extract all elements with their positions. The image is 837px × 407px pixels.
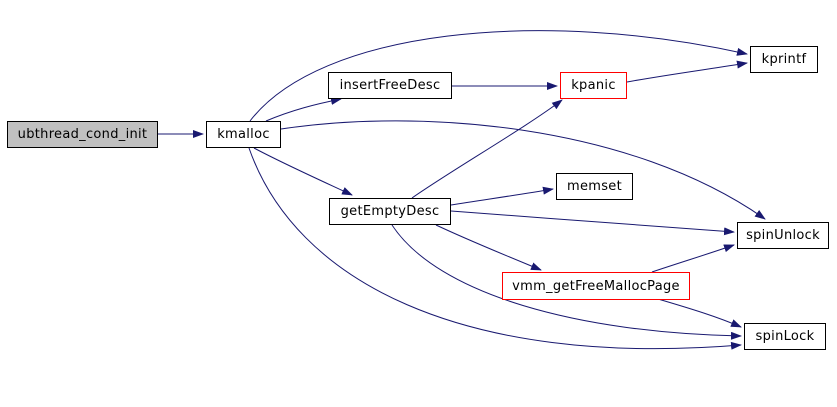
node-label: vmm_getFreeMallocPage	[512, 278, 680, 294]
edge-vmm_getFreeMallocPage-to-spinUnlock	[651, 244, 735, 273]
node-label: getEmptyDesc	[340, 204, 440, 219]
node-spinunlock[interactable]: spinUnlock	[737, 222, 829, 249]
node-label: spinLock	[755, 329, 815, 344]
edge-kmalloc-to-getEmptyDesc	[253, 147, 353, 196]
node-ubthread-cond-init: ubthread_cond_init	[7, 121, 158, 148]
node-getemptydesc[interactable]: getEmptyDesc	[329, 198, 451, 225]
edge-getEmptyDesc-to-spinUnlock	[450, 210, 735, 236]
node-vmm-getfreemallocpage[interactable]: vmm_getFreeMallocPage	[502, 272, 690, 300]
node-label: kprintf	[761, 52, 807, 67]
node-label: insertFreeDesc	[339, 78, 441, 93]
edge-getEmptyDesc-to-spinLock	[391, 224, 742, 340]
edge-getEmptyDesc-to-kpanic	[411, 99, 563, 199]
edge-kpanic-to-kprintf	[626, 60, 748, 83]
node-kpanic[interactable]: kpanic	[560, 72, 627, 99]
node-label: spinUnlock	[746, 228, 820, 243]
node-kmalloc[interactable]: kmalloc	[206, 121, 281, 148]
edge-kmalloc-to-spinUnlock	[280, 120, 766, 220]
edge-getEmptyDesc-to-vmm_getFreeMallocPage	[435, 224, 542, 271]
node-spinlock[interactable]: spinLock	[744, 323, 826, 350]
node-memset[interactable]: memset	[556, 173, 633, 200]
node-label: kmalloc	[217, 127, 270, 142]
node-kprintf[interactable]: kprintf	[750, 46, 818, 73]
edge-kmalloc-to-insertFreeDesc	[265, 97, 342, 122]
node-label: memset	[567, 179, 622, 194]
node-label: kpanic	[571, 78, 616, 93]
edge-vmm_getFreeMallocPage-to-spinLock	[657, 298, 742, 328]
edge-kmalloc-to-spinLock	[248, 147, 742, 350]
edge-kmalloc-to-kprintf	[249, 30, 748, 122]
node-label: ubthread_cond_init	[17, 127, 148, 142]
node-insertfreedesc[interactable]: insertFreeDesc	[328, 72, 452, 99]
edge-getEmptyDesc-to-memset	[450, 186, 554, 206]
